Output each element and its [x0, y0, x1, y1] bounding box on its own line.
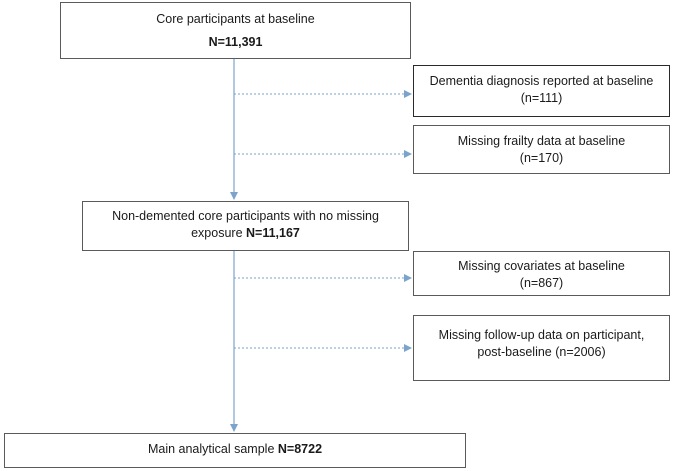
nondemented-title: Non-demented core participants with no m…	[112, 209, 379, 223]
followup-exclusion-box: Missing follow-up data on participant, p…	[413, 315, 670, 381]
frailty-title: Missing frailty data at baseline	[457, 134, 626, 148]
sample-title: Main analytical sample	[147, 442, 275, 456]
frailty-count: (n=170)	[519, 151, 564, 165]
nondemented-count: N=11,167	[246, 226, 300, 240]
baseline-count: N=11,391	[208, 35, 263, 49]
covariates-count: (n=867)	[519, 276, 564, 290]
nondemented-title-line2: exposure	[191, 226, 243, 240]
dementia-title: Dementia diagnosis reported at baseline	[429, 74, 654, 88]
dementia-count: (n=111)	[520, 91, 563, 105]
covariates-title: Missing covariates at baseline	[458, 259, 625, 273]
baseline-title: Core participants at baseline	[156, 12, 315, 26]
sample-count: N=8722	[277, 442, 323, 456]
baseline-box: Core participants at baseline N=11,391	[60, 2, 411, 59]
followup-title-line1: Missing follow-up data on participant,	[438, 328, 645, 342]
nondemented-box: Non-demented core participants with no m…	[82, 201, 409, 251]
covariates-exclusion-box: Missing covariates at baseline (n=867)	[413, 251, 670, 296]
sample-box: Main analytical sample N=8722	[4, 433, 466, 468]
frailty-exclusion-box: Missing frailty data at baseline (n=170)	[413, 125, 670, 174]
followup-title-line2: post-baseline (n=2006)	[477, 345, 606, 359]
dementia-exclusion-box: Dementia diagnosis reported at baseline …	[413, 65, 670, 117]
